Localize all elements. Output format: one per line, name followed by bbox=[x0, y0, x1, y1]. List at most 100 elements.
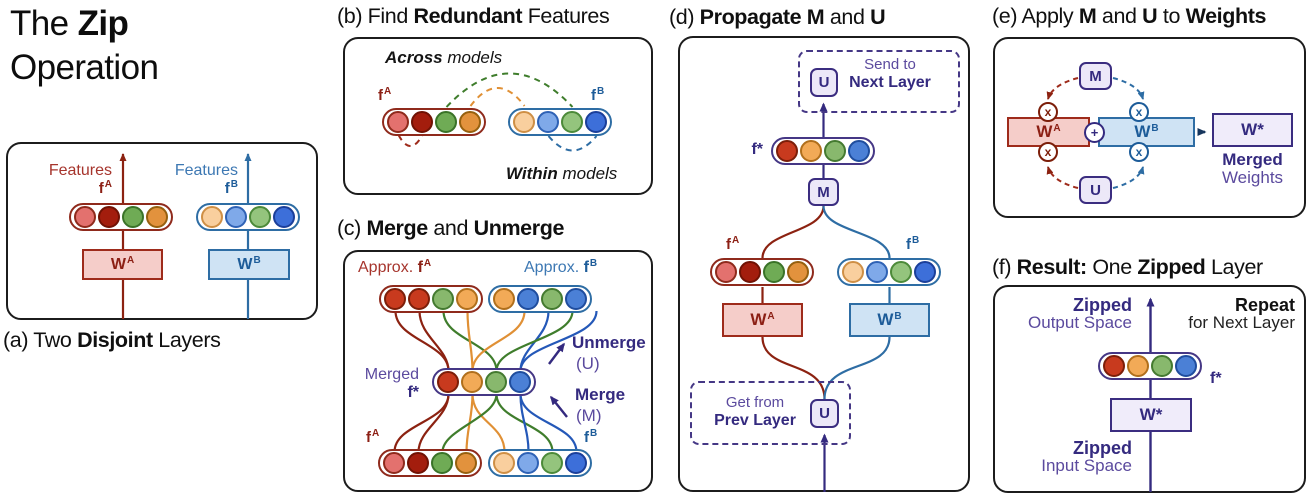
feature-circle bbox=[408, 288, 430, 310]
unmerge-arrow bbox=[548, 342, 565, 365]
merged-weights-label: Merged Weights bbox=[1221, 150, 1284, 187]
feature-circle bbox=[455, 452, 477, 474]
text-segment: Propagate M bbox=[699, 5, 825, 29]
text-segment: (b) Find bbox=[337, 4, 414, 28]
feature-circle bbox=[824, 140, 846, 162]
feature-circle bbox=[1103, 355, 1125, 377]
text-segment: Redundant bbox=[413, 4, 523, 28]
within-models-label: Within models bbox=[506, 164, 617, 184]
fb-label-panel-b: fB bbox=[591, 86, 605, 104]
wstar-box-panel-f: W* bbox=[1110, 398, 1192, 432]
feature-circle bbox=[585, 111, 607, 133]
fb-label: fB bbox=[224, 179, 238, 197]
fstar-label-panel-d: f* bbox=[751, 141, 763, 158]
feature-circle bbox=[509, 371, 531, 393]
text-segment: U bbox=[870, 5, 886, 29]
feature-circle bbox=[866, 261, 888, 283]
text-segment: and bbox=[824, 5, 871, 29]
wb-box-panel-a: WB bbox=[208, 249, 290, 280]
u-box-next-layer: U bbox=[810, 68, 838, 97]
unmerge-label: Unmerge bbox=[572, 333, 646, 352]
panel-c-merge-curves bbox=[393, 393, 578, 453]
approx-fb-group bbox=[488, 285, 592, 313]
merged-fstar-group bbox=[432, 368, 536, 396]
approx-fa-label: Approx. fA bbox=[358, 258, 432, 276]
panel-c-box bbox=[343, 250, 653, 492]
within-model-b-arc bbox=[547, 135, 598, 152]
panel-d-title: (d) Propagate M and U bbox=[669, 5, 886, 30]
feature-circle bbox=[1127, 355, 1149, 377]
text-segment: and bbox=[1096, 4, 1143, 28]
text-segment: models bbox=[442, 48, 503, 67]
multiply-circle-wb-top: x bbox=[1129, 102, 1149, 122]
wb-box-panel-d: WB bbox=[849, 303, 930, 337]
feature-circle bbox=[493, 452, 515, 474]
text-segment: The bbox=[10, 4, 78, 43]
text-segment: Disjoint bbox=[77, 328, 153, 352]
unmerge-u-label: (U) bbox=[576, 354, 600, 373]
text-segment: (d) bbox=[669, 5, 700, 29]
feature-group-fa-panel-d bbox=[710, 258, 814, 286]
panel-c-unmerge-curves bbox=[394, 310, 598, 372]
feature-circle bbox=[739, 261, 761, 283]
text-segment: (c) bbox=[337, 216, 367, 240]
text-segment: to bbox=[1157, 4, 1186, 28]
text-segment: Zipped bbox=[1137, 255, 1206, 279]
feature-circle bbox=[146, 206, 168, 228]
model-a-features-label: Features fA bbox=[32, 162, 112, 200]
m-box-panel-d: M bbox=[808, 178, 839, 206]
panel-b-box bbox=[343, 37, 653, 195]
wa-box-panel-d: WA bbox=[722, 303, 803, 337]
feature-circle bbox=[848, 140, 870, 162]
model-b-features-label: Features fB bbox=[158, 162, 238, 200]
fstar-label-panel-f: f* bbox=[1210, 370, 1222, 387]
panel-e-apply-arcs bbox=[1046, 77, 1145, 189]
feature-circle bbox=[437, 371, 459, 393]
feature-circle bbox=[1175, 355, 1197, 377]
feature-circle bbox=[459, 111, 481, 133]
fa-label-panel-c: fA bbox=[366, 428, 380, 446]
zipped-output-space-label: Zipped Output Space bbox=[1028, 295, 1132, 332]
feature-group-fb-panel-a bbox=[196, 203, 300, 231]
across-models-arc-green bbox=[445, 72, 574, 108]
merge-label: Merge bbox=[575, 385, 626, 404]
feature-circle bbox=[98, 206, 120, 228]
u-box-prev-layer: U bbox=[810, 399, 839, 428]
panel-c-title: (c) Merge and Unmerge bbox=[337, 216, 564, 241]
text-segment: and bbox=[427, 216, 474, 240]
feature-group-fb-panel-c bbox=[488, 449, 592, 477]
fstar-group-panel-f bbox=[1098, 352, 1202, 380]
panel-a-box bbox=[6, 142, 318, 320]
feature-circle bbox=[842, 261, 864, 283]
fb-label-panel-c: fB bbox=[584, 428, 598, 446]
wa-box-panel-a: WA bbox=[82, 249, 163, 280]
text-segment: Layers bbox=[152, 328, 221, 352]
fa-label-panel-d: fA bbox=[726, 235, 740, 253]
feature-circle bbox=[249, 206, 271, 228]
feature-circle bbox=[715, 261, 737, 283]
text-segment: (e) Apply bbox=[992, 4, 1079, 28]
m-box-panel-e: M bbox=[1079, 62, 1112, 90]
text-segment: (f) bbox=[992, 255, 1017, 279]
feature-circle bbox=[435, 111, 457, 133]
feature-circle bbox=[517, 452, 539, 474]
panel-b-title: (b) Find Redundant Features bbox=[337, 4, 610, 29]
feature-group-fa-panel-c bbox=[378, 449, 482, 477]
feature-circle bbox=[456, 288, 478, 310]
feature-circle bbox=[384, 288, 406, 310]
panel-a-feature-arrows bbox=[119, 153, 252, 319]
approx-fb-label: Approx. fB bbox=[524, 258, 598, 276]
u-box-panel-e: U bbox=[1079, 176, 1112, 204]
feature-circle bbox=[383, 452, 405, 474]
panel-e-box bbox=[993, 37, 1306, 218]
panel-a-caption: (a) Two Disjoint Layers bbox=[3, 328, 221, 353]
feature-circle bbox=[513, 111, 535, 133]
feature-circle bbox=[541, 288, 563, 310]
repeat-for-next-layer-label: Repeat for Next Layer bbox=[1188, 295, 1295, 332]
text-segment: One bbox=[1086, 255, 1138, 279]
feature-circle bbox=[201, 206, 223, 228]
feature-circle bbox=[776, 140, 798, 162]
text-segment: M bbox=[1078, 4, 1097, 28]
feature-group-fb-panel-b bbox=[508, 108, 612, 136]
